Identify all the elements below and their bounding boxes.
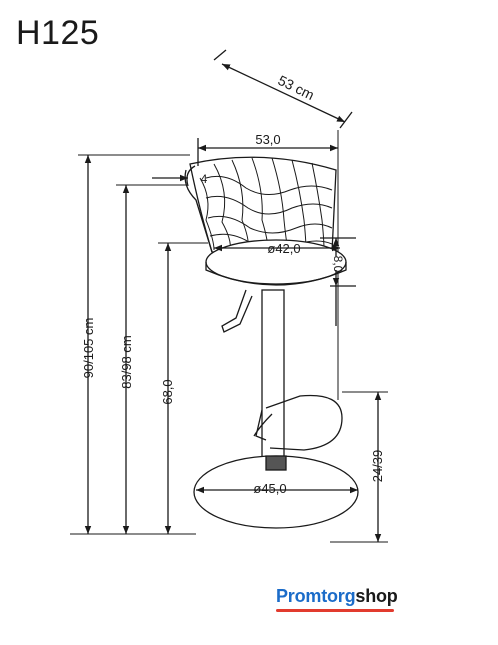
- column: [261, 289, 285, 461]
- base-ring: [265, 455, 287, 471]
- backrest: [189, 156, 337, 253]
- model-title: H125: [16, 14, 100, 52]
- width-label: 53,0: [255, 132, 280, 147]
- brand-part1: Promtorg: [276, 586, 356, 606]
- brand-part2: shop: [355, 586, 398, 606]
- brand-underline: [276, 609, 394, 612]
- seat-diameter-label: ø42,0: [267, 241, 300, 256]
- depth-line: [221, 63, 346, 123]
- brand-logo: Promtorgshop: [276, 586, 398, 607]
- back-height-label: 83/98 cm: [119, 335, 134, 388]
- back-thickness-label: 4: [201, 172, 208, 186]
- total-height-label: 90/105 cm: [81, 318, 96, 379]
- seat-height-label: 68,0: [160, 379, 175, 404]
- footrest: [265, 394, 343, 451]
- base-diameter-label: ø45,0: [253, 481, 286, 496]
- gas-lever: [221, 289, 253, 333]
- footrest-height-label: 24/39: [370, 450, 385, 483]
- seat-thickness-label: 8,0: [331, 256, 345, 273]
